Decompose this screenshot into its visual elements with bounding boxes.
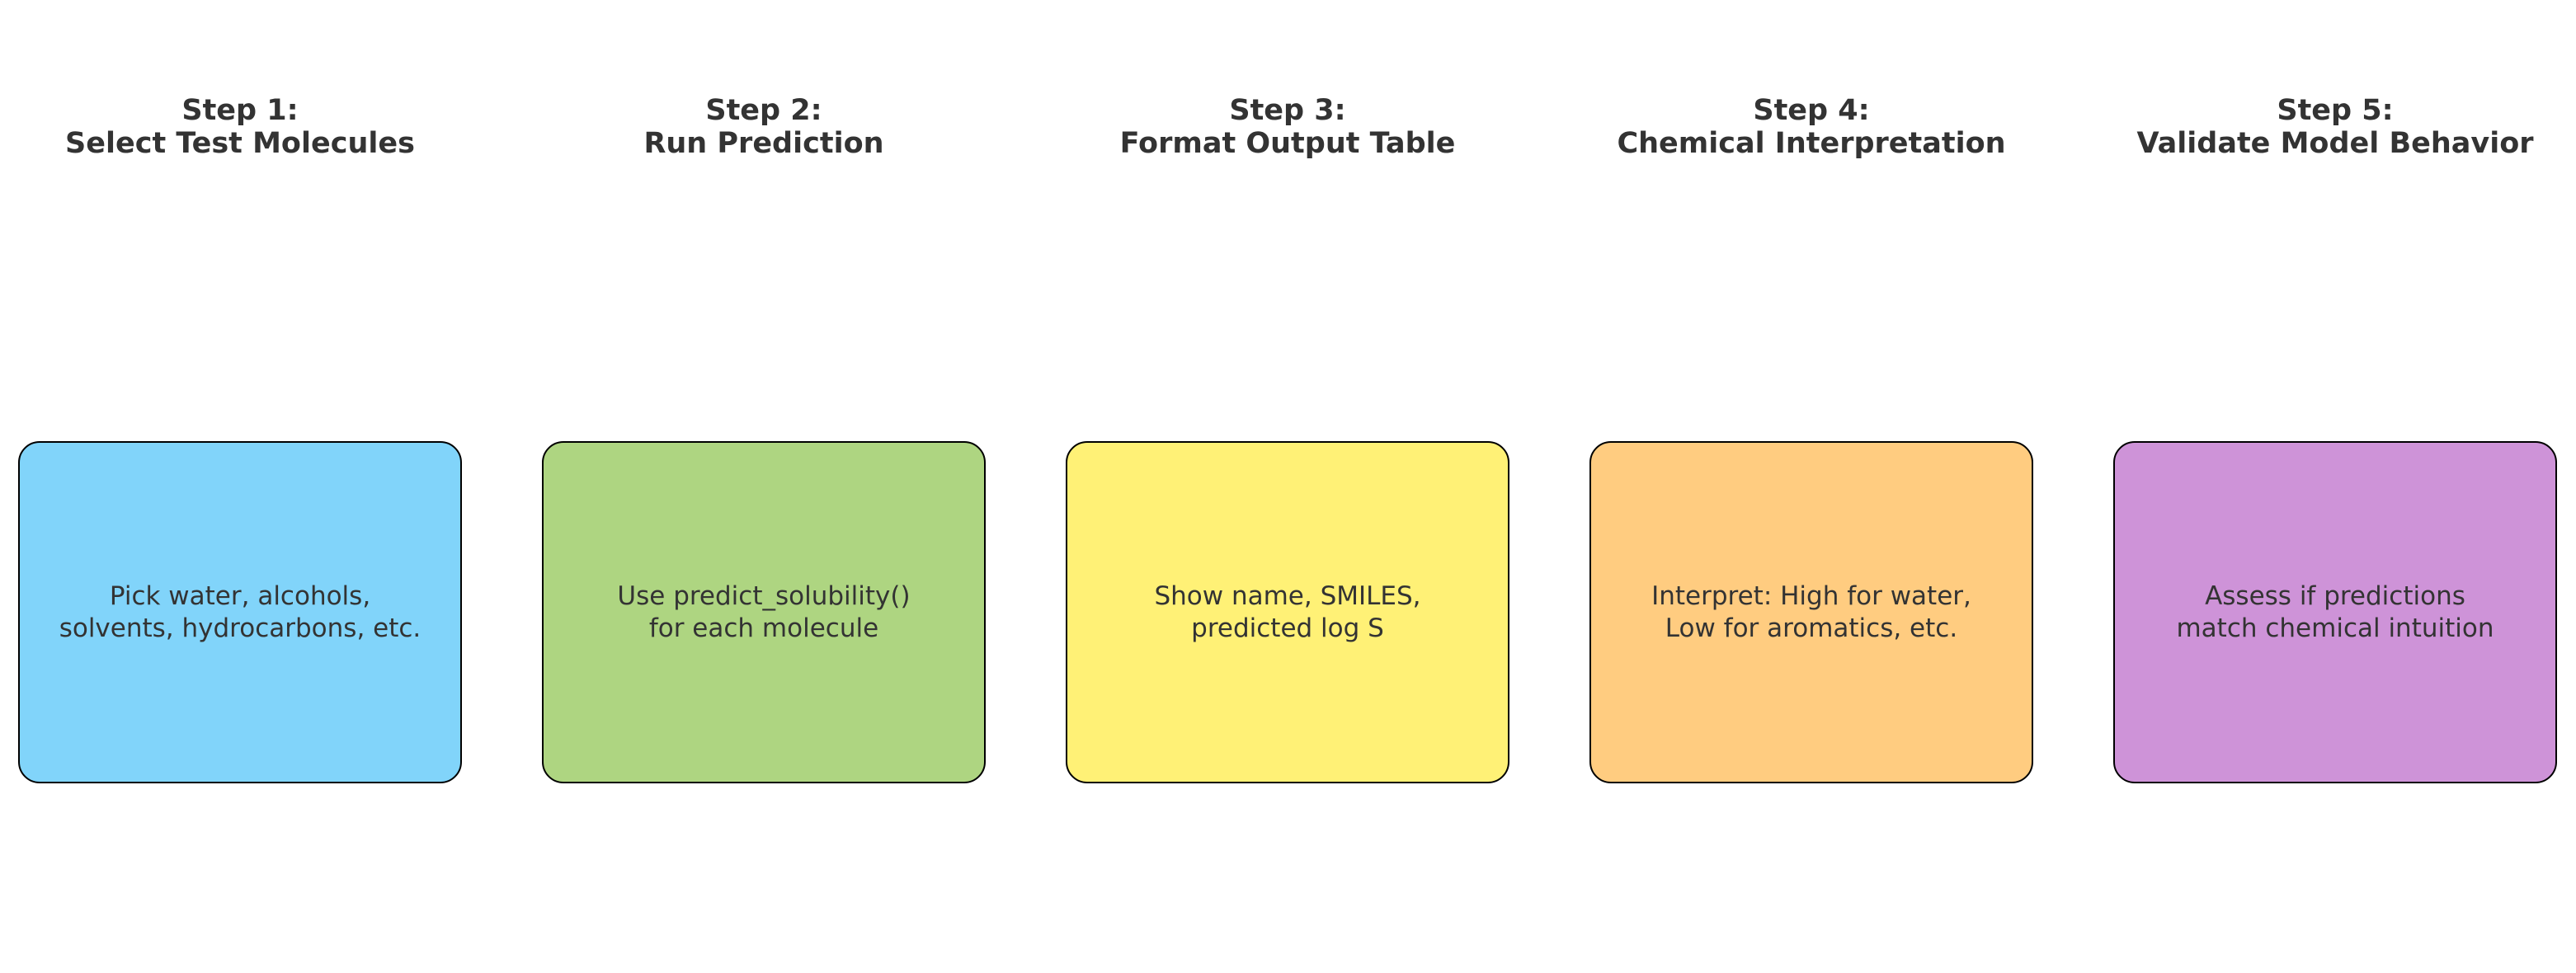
step-3-title-line-1: Step 3: (1229, 94, 1346, 127)
step-2-title: Step 2: Run Prediction (500, 94, 1028, 160)
step-2-description: Use predict_solubility() for each molecu… (617, 581, 910, 645)
step-1-title-line-1: Step 1: (181, 94, 299, 127)
step-1-title: Step 1: Select Test Molecules (0, 94, 504, 160)
step-4-title-line-2: Chemical Interpretation (1617, 127, 2006, 160)
step-3-description: Show name, SMILES, predicted log S (1154, 581, 1420, 645)
step-4-description-line-2: Low for aromatics, etc. (1665, 613, 1958, 643)
step-3-title: Step 3: Format Output Table (1024, 94, 1552, 160)
step-5-description-line-2: match chemical intuition (2176, 613, 2494, 643)
step-5-box: Assess if predictions match chemical int… (2113, 441, 2557, 783)
step-2-title-line-2: Run Prediction (643, 127, 884, 160)
step-2-box: Use predict_solubility() for each molecu… (542, 441, 986, 783)
step-2-description-line-2: for each molecule (648, 613, 879, 643)
step-5-title: Step 5: Validate Model Behavior (2071, 94, 2576, 160)
step-1-description-line-2: solvents, hydrocarbons, etc. (59, 613, 421, 643)
step-3-title-line-2: Format Output Table (1119, 127, 1456, 160)
step-1-title-line-2: Select Test Molecules (65, 127, 415, 160)
step-4-title: Step 4: Chemical Interpretation (1547, 94, 2075, 160)
step-3-description-line-1: Show name, SMILES, (1154, 581, 1421, 611)
step-1-description-line-1: Pick water, alcohols, (109, 581, 371, 611)
step-4-box: Interpret: High for water, Low for aroma… (1589, 441, 2033, 783)
step-2-description-line-1: Use predict_solubility() (617, 581, 911, 611)
step-4-title-line-1: Step 4: (1753, 94, 1870, 127)
step-2-title-line-1: Step 2: (705, 94, 822, 127)
step-1-description: Pick water, alcohols, solvents, hydrocar… (59, 581, 421, 645)
step-3-box: Show name, SMILES, predicted log S (1066, 441, 1509, 783)
step-5-title-line-2: Validate Model Behavior (2136, 127, 2534, 160)
step-4-description: Interpret: High for water, Low for aroma… (1651, 581, 1971, 645)
step-1-box: Pick water, alcohols, solvents, hydrocar… (18, 441, 462, 783)
step-3-description-line-2: predicted log S (1191, 613, 1384, 643)
step-5-title-line-1: Step 5: (2277, 94, 2394, 127)
step-5-description-line-1: Assess if predictions (2205, 581, 2465, 611)
step-5-description: Assess if predictions match chemical int… (2176, 581, 2494, 645)
step-4-description-line-1: Interpret: High for water, (1651, 581, 1971, 611)
